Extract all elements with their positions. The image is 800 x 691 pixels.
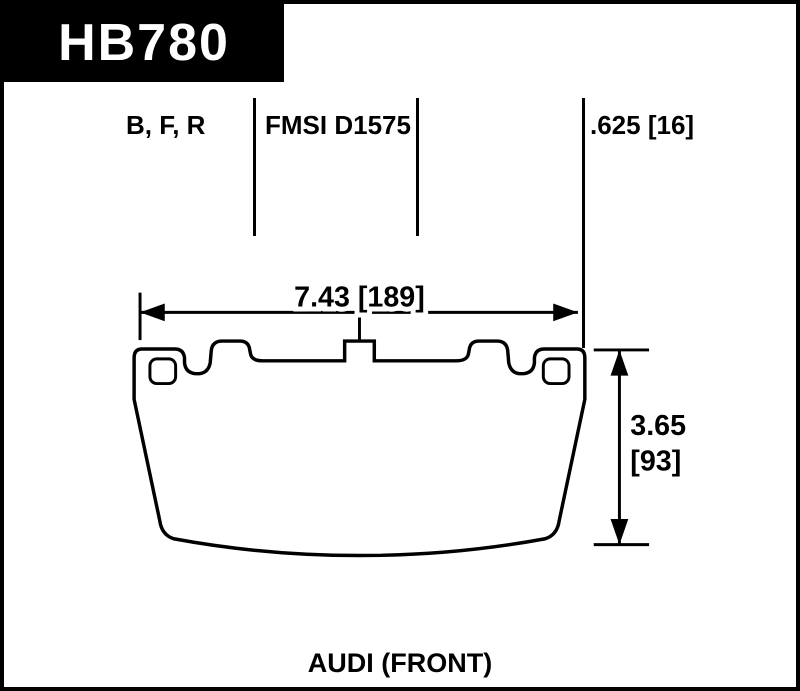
height-arrowhead-down-icon — [610, 518, 629, 545]
column-divider-1 — [253, 98, 256, 236]
pad-thickness: .625 [16] — [590, 110, 695, 140]
width-arrowhead-left-icon — [140, 303, 165, 322]
column-divider-3 — [582, 98, 585, 348]
left-ear-hole — [148, 357, 178, 386]
application-caption: AUDI (FRONT) — [307, 648, 493, 678]
right-ear-hole — [541, 357, 571, 386]
height-arrowhead-up-icon — [610, 349, 629, 376]
compound-codes: B, F, R — [126, 110, 206, 140]
width-arrowhead-right-icon — [553, 303, 578, 322]
column-divider-2 — [416, 98, 419, 236]
width-dimension-label: 7.43 [189] — [294, 281, 425, 313]
fmsi-number: FMSI D1575 — [265, 110, 411, 140]
brake-pad-drawing — [132, 339, 587, 558]
height-dimension-label-inches: 3.65 — [630, 410, 686, 442]
height-dimension-label-mm: [93] — [630, 446, 681, 478]
part-number-box: HB780 — [4, 4, 284, 82]
width-dimension — [138, 292, 578, 343]
brake-pad-outline — [132, 339, 587, 558]
pad-diagram: 7.43 [189] 3.65 [93] — [132, 277, 691, 558]
height-dimension — [593, 348, 650, 547]
part-number: HB780 — [58, 14, 230, 72]
